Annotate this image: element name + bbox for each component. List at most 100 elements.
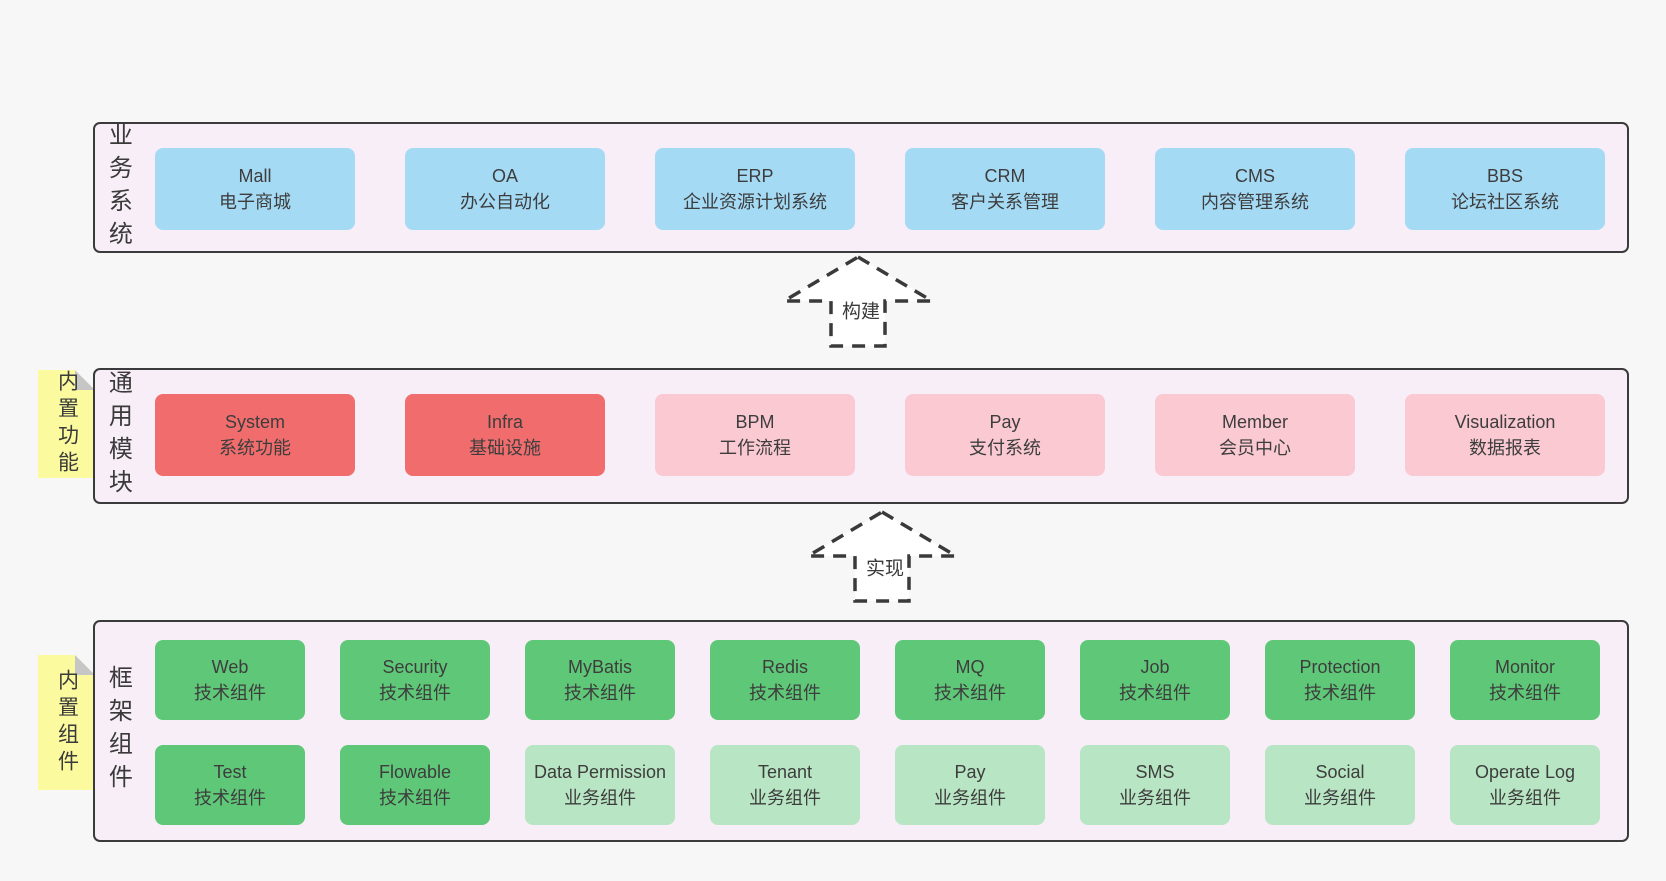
module-box: Data Permission 业务组件 (525, 745, 675, 825)
module-box: MyBatis 技术组件 (525, 640, 675, 720)
module-subtitle: 业务组件 (934, 788, 1006, 808)
module-box: Mall 电子商城 (155, 148, 355, 230)
layer-title-vertical: 框架组件 (104, 665, 132, 797)
layer-framework-components: 框架组件 Web 技术组件 Security 技术组件 MyBatis 技术组件… (93, 620, 1629, 842)
layer-common-modules: 通用模块 System 系统功能 Infra 基础设施 BPM 工作流程 Pay… (93, 368, 1629, 504)
module-title: Operate Log (1474, 761, 1576, 782)
module-title: Job (1140, 656, 1170, 677)
module-title: ERP (736, 165, 774, 186)
module-box: Pay 业务组件 (895, 745, 1045, 825)
module-title: Data Permission (533, 761, 667, 782)
module-box: ERP 企业资源计划系统 (655, 148, 855, 230)
layer-business-systems: 业务系统 Mall 电子商城 OA 办公自动化 ERP 企业资源计划系统 CRM… (93, 121, 1629, 254)
module-subtitle: 技术组件 (194, 788, 266, 808)
module-title: Web (211, 656, 249, 677)
module-box: BPM 工作流程 (655, 394, 855, 476)
module-subtitle: 业务组件 (749, 788, 821, 808)
module-title: Visualization (1454, 411, 1556, 432)
module-box: SMS 业务组件 (1080, 745, 1230, 825)
module-box: Operate Log 业务组件 (1450, 745, 1600, 825)
module-box: Protection 技术组件 (1265, 640, 1415, 720)
layer-title-vertical: 通用模块 (104, 370, 132, 502)
module-subtitle: 电子商城 (219, 192, 291, 212)
module-subtitle: 论坛社区系统 (1451, 192, 1559, 212)
module-title: Pay (954, 761, 986, 782)
sticky-note-built-in-components: 内置组件 (38, 655, 95, 790)
module-box: Member 会员中心 (1155, 394, 1355, 476)
module-box: Infra 基础设施 (405, 394, 605, 476)
module-subtitle: 技术组件 (1119, 683, 1191, 703)
module-title: Protection (1299, 656, 1381, 677)
module-box: Job 技术组件 (1080, 640, 1230, 720)
module-subtitle: 业务组件 (564, 788, 636, 808)
module-subtitle: 工作流程 (719, 438, 791, 458)
module-title: Security (382, 656, 448, 677)
module-subtitle: 支付系统 (969, 438, 1041, 458)
business-systems-row: Mall 电子商城 OA 办公自动化 ERP 企业资源计划系统 CRM 客户关系… (155, 148, 1605, 230)
module-box: Tenant 业务组件 (710, 745, 860, 825)
module-subtitle: 技术组件 (749, 683, 821, 703)
module-box: Visualization 数据报表 (1405, 394, 1605, 476)
module-subtitle: 技术组件 (564, 683, 636, 703)
framework-components-row-2: Test 技术组件 Flowable 技术组件 Data Permission … (155, 745, 1600, 825)
module-subtitle: 办公自动化 (460, 192, 550, 212)
module-subtitle: 业务组件 (1119, 788, 1191, 808)
module-subtitle: 技术组件 (934, 683, 1006, 703)
module-subtitle: 技术组件 (379, 788, 451, 808)
module-box: Flowable 技术组件 (340, 745, 490, 825)
module-title: CMS (1235, 165, 1275, 186)
module-subtitle: 企业资源计划系统 (683, 192, 827, 212)
module-title: CRM (984, 165, 1026, 186)
module-box: CMS 内容管理系统 (1155, 148, 1355, 230)
module-title: Tenant (757, 761, 813, 782)
module-subtitle: 客户关系管理 (951, 192, 1059, 212)
module-title: Mall (238, 165, 272, 186)
module-box: CRM 客户关系管理 (905, 148, 1105, 230)
module-subtitle: 技术组件 (379, 683, 451, 703)
module-title: SMS (1135, 761, 1175, 782)
framework-components-row-1: Web 技术组件 Security 技术组件 MyBatis 技术组件 Redi… (155, 640, 1600, 720)
module-title: BBS (1486, 165, 1524, 186)
module-box: Monitor 技术组件 (1450, 640, 1600, 720)
module-title: Test (213, 761, 247, 782)
module-box: System 系统功能 (155, 394, 355, 476)
sticky-note-built-in-features: 内置功能 (38, 370, 95, 478)
module-title: Member (1221, 411, 1288, 432)
arrow-label-build: 构建 (838, 295, 884, 325)
common-modules-row: System 系统功能 Infra 基础设施 BPM 工作流程 Pay 支付系统… (155, 394, 1605, 476)
module-subtitle: 数据报表 (1469, 438, 1541, 458)
module-title: OA (491, 165, 518, 186)
module-subtitle: 技术组件 (194, 683, 266, 703)
module-subtitle: 内容管理系统 (1201, 192, 1309, 212)
module-subtitle: 技术组件 (1304, 683, 1376, 703)
module-title: Social (1315, 761, 1365, 782)
module-box: BBS 论坛社区系统 (1405, 148, 1605, 230)
module-title: Infra (486, 411, 524, 432)
module-title: Flowable (378, 761, 452, 782)
module-title: Pay (989, 411, 1021, 432)
module-title: Monitor (1494, 656, 1556, 677)
module-subtitle: 技术组件 (1489, 683, 1561, 703)
module-box: Test 技术组件 (155, 745, 305, 825)
module-title: Redis (761, 656, 809, 677)
module-box: Redis 技术组件 (710, 640, 860, 720)
module-box: Security 技术组件 (340, 640, 490, 720)
module-box: OA 办公自动化 (405, 148, 605, 230)
arrow-label-implement: 实现 (862, 552, 908, 582)
module-subtitle: 基础设施 (469, 438, 541, 458)
sticky-note-label: 内置组件 (55, 668, 79, 777)
module-box: Social 业务组件 (1265, 745, 1415, 825)
layer-title-vertical: 业务系统 (104, 121, 132, 254)
module-box: Pay 支付系统 (905, 394, 1105, 476)
module-subtitle: 业务组件 (1304, 788, 1376, 808)
module-subtitle: 系统功能 (219, 438, 291, 458)
module-box: MQ 技术组件 (895, 640, 1045, 720)
module-box: Web 技术组件 (155, 640, 305, 720)
sticky-note-label: 内置功能 (55, 370, 79, 478)
module-title: BPM (735, 411, 775, 432)
module-subtitle: 业务组件 (1489, 788, 1561, 808)
module-subtitle: 会员中心 (1219, 438, 1291, 458)
module-title: System (224, 411, 285, 432)
module-title: MyBatis (567, 656, 632, 677)
